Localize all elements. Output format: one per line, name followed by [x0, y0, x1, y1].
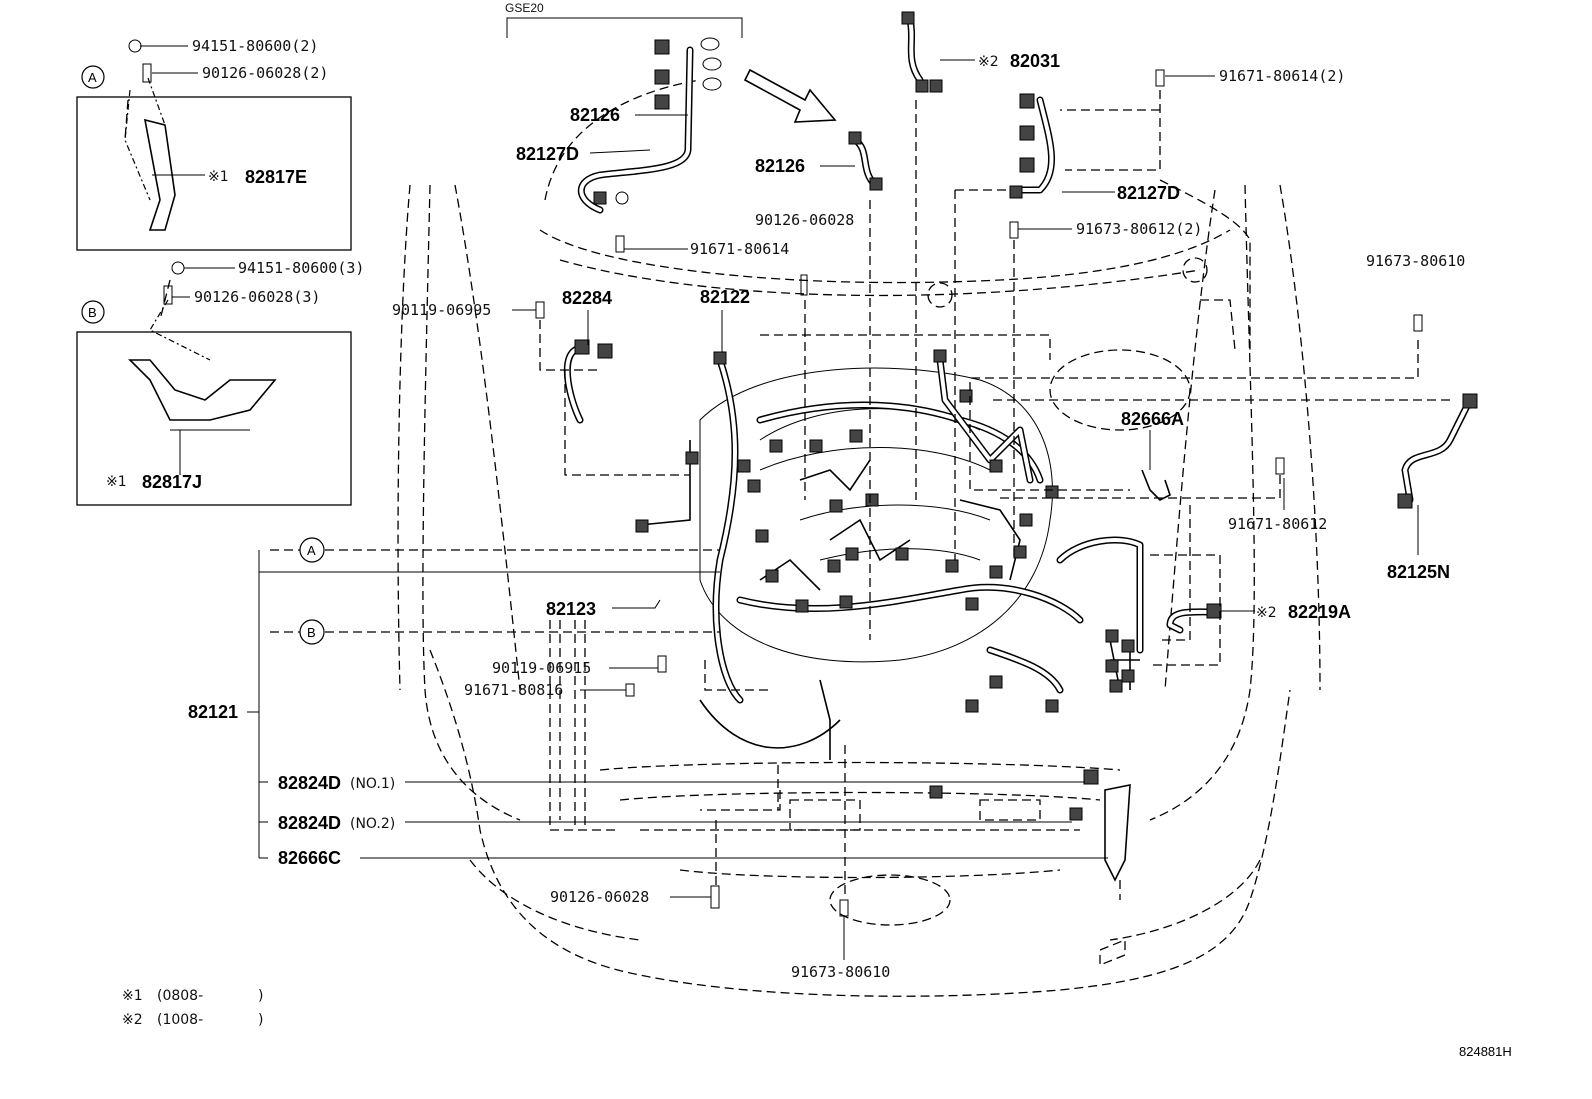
section-label-a: A [88, 70, 97, 85]
callout-a: A [307, 543, 316, 558]
part-82127d-right: 82127D [1117, 183, 1180, 203]
note-text-1: (0808- [157, 988, 203, 1004]
note-close-1: ) [258, 988, 263, 1004]
part-82824d-no1: 82824D [278, 773, 341, 793]
leader-lines [124, 90, 1450, 900]
mark-2-82219a: ※2 [1256, 605, 1277, 621]
part-90119-06995: 90119-06995 [392, 301, 491, 319]
note-mark-2: ※2 [122, 1012, 143, 1028]
part-91671-80614-2: 91671-80614(2) [1219, 67, 1345, 85]
part-82824d-no2: 82824D [278, 813, 341, 833]
part-91673-80610-bottom: 91673-80610 [791, 963, 890, 981]
part-82817j: 82817J [142, 472, 202, 492]
part-94151-80600-2: 94151-80600(2) [192, 37, 318, 55]
part-90119-06915: 90119-06915 [492, 659, 591, 677]
part-82126-small: 82126 [755, 156, 805, 176]
part-82125n: 82125N [1387, 562, 1450, 582]
part-90126-06028-bottom: 90126-06028 [550, 888, 649, 906]
part-91671-80614: 91671-80614 [690, 240, 789, 258]
part-82666a: 82666A [1121, 409, 1184, 429]
part-82127d-left: 82127D [516, 144, 579, 164]
callout-b-circle [299, 619, 325, 645]
detail-box-b [76, 261, 352, 506]
note-close-2: ) [258, 1012, 263, 1028]
part-91673-80612-2: 91673-80612(2) [1076, 220, 1202, 238]
part-90126-06028-top: 90126-06028 [755, 211, 854, 229]
part-82219a: 82219A [1288, 602, 1351, 622]
mark-1-82817j: ※1 [106, 474, 127, 490]
detail-box-a [76, 39, 352, 251]
part-91671-80612: 91671-80612 [1228, 515, 1327, 533]
label-leaders [140, 45, 1419, 960]
part-91671-80816: 91671-80816 [464, 681, 563, 699]
part-90126-06028-2: 90126-06028(2) [202, 64, 328, 82]
part-labels: GSE20 A B A B 94151-80600(2) 90126-06028… [88, 1, 1512, 1059]
mark-2-82031: ※2 [978, 54, 999, 70]
callout-a-circle [299, 537, 325, 563]
top-subcomponents [506, 11, 1478, 917]
vehicle-body-outline [397, 79, 1321, 997]
section-label-b: B [88, 305, 97, 320]
part-82122: 82122 [700, 287, 750, 307]
qualifier-no1: (NO.1) [350, 776, 395, 792]
part-91673-80610-right: 91673-80610 [1366, 252, 1465, 270]
figure-id: 824881H [1459, 1044, 1512, 1059]
qualifier-no2: (NO.2) [350, 816, 395, 832]
part-82126-upper: 82126 [570, 105, 620, 125]
part-82031: 82031 [1010, 51, 1060, 71]
part-82123: 82123 [546, 599, 596, 619]
part-82817e: 82817E [245, 167, 307, 187]
note-text-2: (1008- [157, 1012, 203, 1028]
part-82284: 82284 [562, 288, 612, 308]
model-code: GSE20 [505, 1, 544, 15]
part-82666c: 82666C [278, 848, 341, 868]
part-94151-80600-3: 94151-80600(3) [238, 259, 364, 277]
part-90126-06028-3: 90126-06028(3) [194, 288, 320, 306]
mark-1-82817e: ※1 [208, 169, 229, 185]
callout-b: B [307, 625, 316, 640]
part-82121: 82121 [188, 702, 238, 722]
engine-harness-assembly [635, 349, 1144, 799]
note-mark-1: ※1 [122, 988, 143, 1004]
